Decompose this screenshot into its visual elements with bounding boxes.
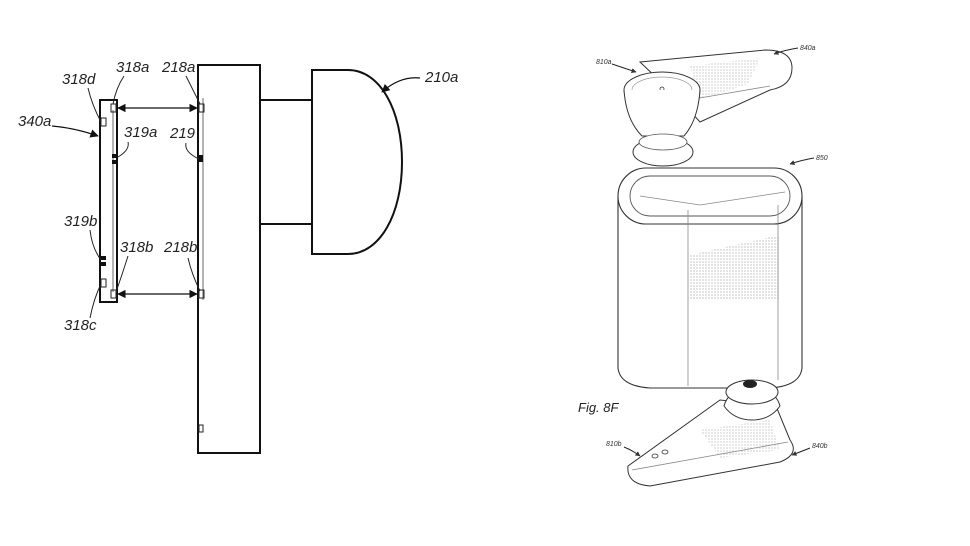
- marker-319b: [101, 256, 106, 260]
- marker-318a: [110, 103, 117, 113]
- label-318b: 318b: [120, 239, 153, 256]
- leader-318b: [115, 255, 129, 293]
- earbud-case-perspective-diagram: 810a 840a 850 810b 840b Fig. 8F: [578, 45, 828, 487]
- leader-219: [185, 142, 200, 160]
- earbud-810a: [623, 49, 793, 167]
- label-810b: 810b: [606, 441, 622, 448]
- label-318a: 318a: [116, 59, 149, 76]
- earbud-810b-edge: [631, 441, 789, 471]
- marker-319a-2: [112, 160, 117, 164]
- leader-319b: [89, 229, 102, 261]
- earbud-stem-body: [197, 64, 261, 454]
- figure-caption: Fig. 8F: [578, 400, 620, 415]
- marker-319a: [112, 154, 117, 158]
- label-840a: 840a: [800, 45, 816, 52]
- module-340a: [99, 99, 118, 303]
- label-840b: 840b: [812, 443, 828, 450]
- earbud-neck: [259, 99, 313, 225]
- leader-318a: [112, 75, 125, 105]
- charging-case-850: [617, 167, 803, 389]
- case-top-opening: [629, 175, 791, 217]
- label-810a: 810a: [596, 59, 612, 66]
- case-top-rim: [617, 167, 803, 225]
- earbud-side-section-diagram: 318d 318a 218a 210a 340a 319a 219 319b 3…: [18, 59, 458, 454]
- marker-318d: [100, 117, 107, 127]
- earbud-810b-port-1: [651, 453, 659, 459]
- marker-319b-2: [101, 262, 106, 266]
- leader-850: [789, 157, 815, 165]
- earbud-810a-edge: [687, 85, 771, 101]
- label-218b: 218b: [163, 239, 197, 256]
- label-319a: 319a: [124, 124, 157, 141]
- leader-340a: [51, 125, 99, 138]
- label-318d: 318d: [62, 71, 96, 88]
- leader-318d: [87, 87, 102, 123]
- case-shade: [690, 235, 780, 300]
- leader-810b: [623, 446, 641, 457]
- leader-319a: [117, 141, 129, 158]
- earbud-dome-tip: [311, 69, 404, 255]
- leader-840b: [791, 447, 811, 456]
- earbud-810a-tip-ring: [638, 133, 688, 151]
- leader-218b: [187, 257, 201, 292]
- earbud-810b-tip-hole: [743, 380, 757, 388]
- leader-840a: [773, 47, 799, 55]
- label-850: 850: [816, 155, 828, 162]
- marker-218b: [198, 289, 205, 299]
- earbud-810b: [627, 379, 794, 487]
- label-210a: 210a: [424, 69, 458, 86]
- earbud-810b-port-2: [661, 449, 669, 455]
- marker-218a: [198, 103, 205, 113]
- earbud-810a-body: [623, 89, 701, 137]
- earbud-810a-tail-shade: [690, 58, 760, 100]
- marker-318b: [110, 289, 117, 299]
- leader-810a: [611, 63, 637, 73]
- label-218a: 218a: [161, 59, 195, 76]
- marker-219: [199, 155, 203, 162]
- marker-318c: [100, 278, 107, 288]
- leader-210a: [381, 77, 421, 93]
- case-inner-wall: [639, 191, 786, 206]
- earbud-810b-tail-shade: [700, 420, 780, 458]
- marker-stem-bottom: [198, 424, 204, 433]
- earbud-810b-tip: [725, 379, 779, 405]
- leader-218a: [185, 75, 201, 105]
- label-318c: 318c: [64, 317, 97, 334]
- leader-318c: [89, 283, 102, 319]
- label-319b: 319b: [64, 213, 97, 230]
- label-340a: 340a: [18, 113, 51, 130]
- label-219: 219: [169, 125, 196, 142]
